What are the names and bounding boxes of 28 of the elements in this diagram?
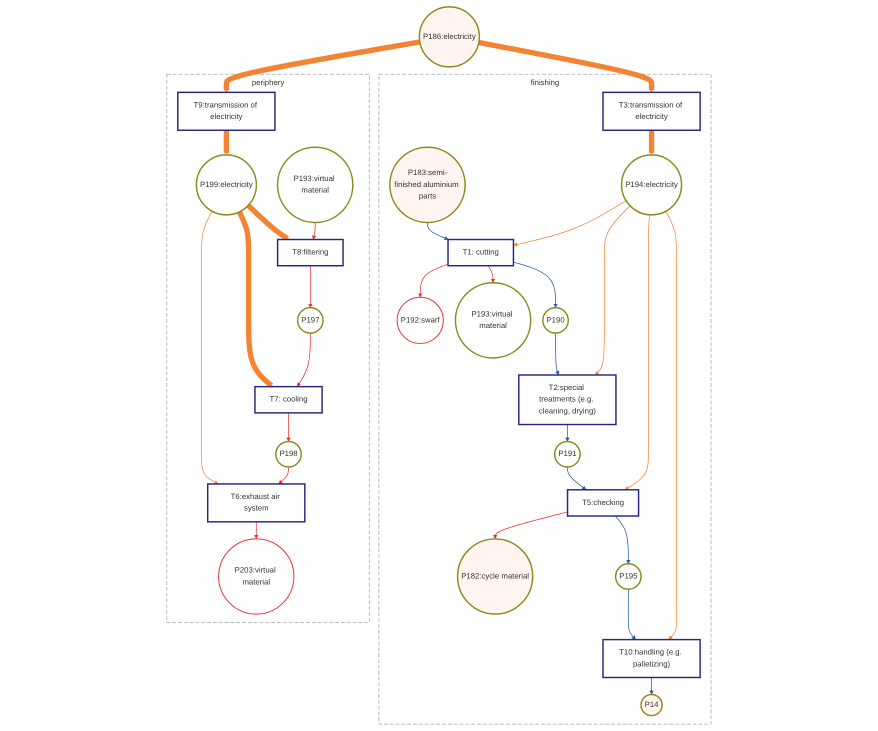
arrow xyxy=(624,214,650,490)
arrow xyxy=(614,516,630,564)
arrow xyxy=(594,206,631,376)
arrow xyxy=(649,677,654,695)
arrow xyxy=(513,200,626,246)
arrow xyxy=(237,210,274,388)
arrow xyxy=(246,204,290,241)
arrow xyxy=(628,588,636,640)
arrow xyxy=(278,466,289,484)
arrow xyxy=(224,39,420,93)
arrow xyxy=(312,222,316,240)
arrow xyxy=(488,265,496,283)
arrow xyxy=(224,128,230,156)
arrow xyxy=(513,262,558,308)
arrow xyxy=(565,424,570,442)
arrow xyxy=(478,40,654,93)
arrow xyxy=(567,466,586,490)
arrow xyxy=(648,128,654,156)
arrow xyxy=(418,264,448,298)
arrow xyxy=(296,332,311,387)
arrow xyxy=(254,521,258,540)
arrow xyxy=(427,222,449,240)
arrow xyxy=(555,332,560,376)
arrow xyxy=(286,412,291,442)
arrow xyxy=(308,265,312,308)
arrow xyxy=(665,210,677,640)
arrow xyxy=(201,210,219,484)
arrow xyxy=(493,512,568,540)
